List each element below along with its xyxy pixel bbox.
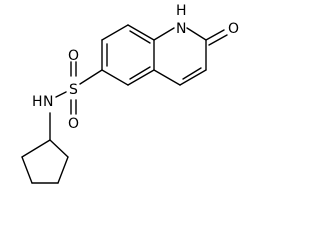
pyridinone-ring <box>153 27 228 86</box>
double-bond-inner <box>129 30 151 44</box>
atom-label-amine-n: N <box>43 94 53 110</box>
carbonyl-bond <box>205 29 225 41</box>
bond <box>153 69 181 86</box>
carbonyl-bond <box>208 34 228 46</box>
bond <box>55 91 67 98</box>
benzene-ring <box>101 24 155 86</box>
atom-label-sulfur: S <box>69 82 78 98</box>
double-bond-inner <box>129 66 151 80</box>
molecule-structure: H N O S O O N H <box>21 3 239 184</box>
atom-label-sulfonyl-o-top: O <box>68 48 79 64</box>
double-bond-inner <box>182 67 202 80</box>
bond <box>49 139 69 158</box>
bond <box>153 27 175 41</box>
sulfonamide-group <box>49 61 103 141</box>
atom-label-sulfonyl-o-bottom: O <box>68 116 79 132</box>
bond <box>21 156 33 184</box>
bond <box>101 69 129 86</box>
bond <box>179 69 207 86</box>
bond <box>186 27 207 41</box>
bond <box>127 24 155 41</box>
bond <box>21 139 51 158</box>
bond <box>101 24 129 41</box>
atom-label-nh-h: H <box>176 3 187 19</box>
cyclopentyl-ring <box>21 139 69 184</box>
bond <box>57 156 69 184</box>
bond <box>79 69 103 85</box>
molecule-canvas: H N O S O O N H <box>21 3 239 184</box>
atom-label-ring-n: N <box>176 21 186 37</box>
bond <box>127 69 155 86</box>
atom-label-carbonyl-o: O <box>228 21 239 37</box>
atom-label-amine-h: H <box>32 94 43 110</box>
